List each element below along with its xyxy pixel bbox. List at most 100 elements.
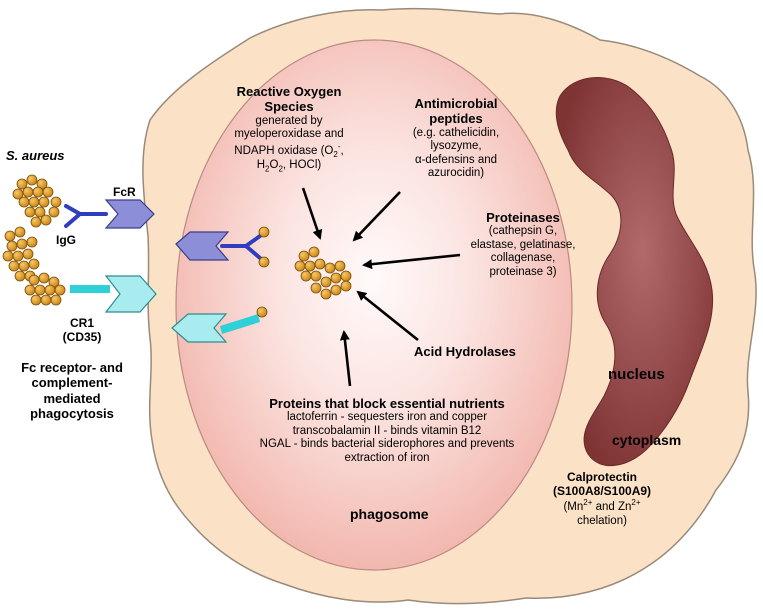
nucleus-label: nucleus	[608, 366, 665, 383]
bacterium	[314, 258, 326, 270]
ros-hocl: , HOCl)	[282, 159, 322, 172]
bacterium	[340, 280, 352, 292]
ros-title-2: Species	[264, 99, 314, 115]
amp-line-2: lysozyme,	[430, 140, 482, 153]
bacterium	[24, 284, 36, 296]
phagosome-label: phagosome	[350, 506, 429, 522]
bacterium	[4, 230, 16, 242]
bacterium	[320, 276, 332, 288]
cr1-label: CR1 (CD35)	[54, 316, 110, 344]
proteinases-line-2: elastase, gelatinase,	[470, 238, 576, 251]
igg-antibody-inside	[220, 234, 262, 260]
bacterium	[54, 284, 66, 296]
bacterium	[300, 270, 312, 282]
ros-line-4: H2O2, HOCl)	[216, 159, 362, 174]
bacterium	[294, 260, 306, 272]
bacterium	[320, 288, 332, 300]
proteinases-line-4: proteinase 3)	[489, 266, 557, 279]
arrow-amp	[352, 191, 401, 242]
bacterium	[310, 270, 322, 282]
bacterium	[26, 174, 38, 186]
ros-no: NDAPH oxidase (O	[234, 144, 334, 157]
phagocytosis-line-3: mediated	[43, 390, 101, 406]
cd35-name: (CD35)	[62, 330, 102, 345]
bacterium	[22, 248, 34, 260]
bacterium	[340, 270, 352, 282]
ros-o: O	[269, 159, 279, 172]
complement-outside	[70, 285, 110, 293]
cytoplasm-label: cytoplasm	[612, 432, 682, 448]
bacteria-cluster-top	[12, 174, 62, 228]
ros-h: H	[256, 159, 266, 172]
ros-label: Reactive Oxygen Species generated by mye…	[216, 84, 362, 174]
ros-o-sub: 2	[278, 164, 283, 174]
proteinases-line-3: collagenase,	[490, 252, 556, 265]
ros-line-2: myeloperoxidase and	[234, 128, 344, 141]
calprotectin-sup-1: 2+	[583, 498, 593, 508]
bacterium	[310, 282, 322, 294]
bacterium	[330, 272, 342, 284]
ros-h-sub: 2	[265, 164, 270, 174]
arrow-proteinases	[362, 253, 461, 270]
nutrients-line-4: extraction of iron	[344, 452, 430, 465]
fcr-receptor-outside	[104, 199, 155, 229]
bacterium	[44, 284, 56, 296]
cr1-receptor-outside	[104, 275, 157, 313]
bacterium	[298, 250, 310, 262]
bacterium	[40, 294, 52, 306]
amp-title-1: Antimicrobial	[414, 96, 498, 111]
bacterium	[330, 284, 342, 296]
bacterium	[16, 178, 28, 190]
bacterium	[18, 260, 30, 272]
ros-line-3: NDAPH oxidase (O2-,	[216, 142, 362, 160]
bacterium	[334, 260, 346, 272]
bacterium	[30, 216, 42, 228]
amp-line-1: (e.g. cathelicidin,	[412, 126, 500, 139]
bacteria-cluster-phagosome	[294, 246, 352, 300]
proteinases-label: Proteinases (cathepsin G, elastase, gela…	[462, 210, 584, 280]
bacterium	[40, 214, 52, 226]
bacterium	[28, 258, 40, 270]
bacterium	[38, 272, 50, 284]
phagocytosis-line-2: complement-	[31, 375, 113, 391]
amp-title-2: peptides	[429, 111, 483, 127]
bacterium	[2, 250, 14, 262]
cr1-name: CR1	[69, 316, 94, 330]
bacterium	[28, 196, 40, 208]
arrow-acid-hydrolases	[356, 290, 419, 342]
arrow-nutrients	[339, 330, 352, 387]
proteinases-line-1: (cathepsin G,	[488, 225, 558, 238]
bacterium	[26, 236, 38, 248]
cr1-receptor-inside	[171, 313, 228, 343]
bacterium	[50, 196, 62, 208]
bacterium	[308, 246, 320, 258]
bacterium	[50, 294, 62, 306]
calprotectin-label: Calprotectin (S100A8/S100A9) (Mn2+ and Z…	[540, 470, 664, 528]
bacteria-cluster-bottom	[24, 272, 66, 306]
amp-line-4: azurocidin)	[427, 167, 485, 180]
bacterium	[34, 284, 46, 296]
amp-line-3: α-defensins and	[414, 153, 498, 166]
bacterium	[28, 274, 40, 286]
organism-label: S. aureus	[6, 148, 65, 163]
bacterium	[324, 262, 336, 274]
bacterium	[30, 294, 42, 306]
bacterium	[304, 260, 316, 272]
bacterium	[6, 240, 18, 252]
bacterium	[14, 226, 26, 238]
bacteria-cluster-middle	[2, 226, 40, 282]
bacterium	[38, 196, 50, 208]
bacterium	[34, 206, 46, 218]
arrow-ros	[301, 187, 323, 240]
ros-comma: ,	[340, 144, 344, 157]
fcr-label: FcR	[113, 185, 136, 199]
nutrients-line-3: NGAL - binds bacterial siderophores and …	[259, 438, 515, 451]
bacterium	[24, 206, 36, 218]
ros-title-1: Reactive Oxygen	[236, 84, 342, 99]
bacterium	[12, 250, 24, 262]
calprotectin-title-2: (S100A8/S100A9)	[552, 484, 652, 499]
ros-line-1: generated by	[255, 114, 323, 127]
calprotectin-and: and Zn	[592, 501, 632, 514]
